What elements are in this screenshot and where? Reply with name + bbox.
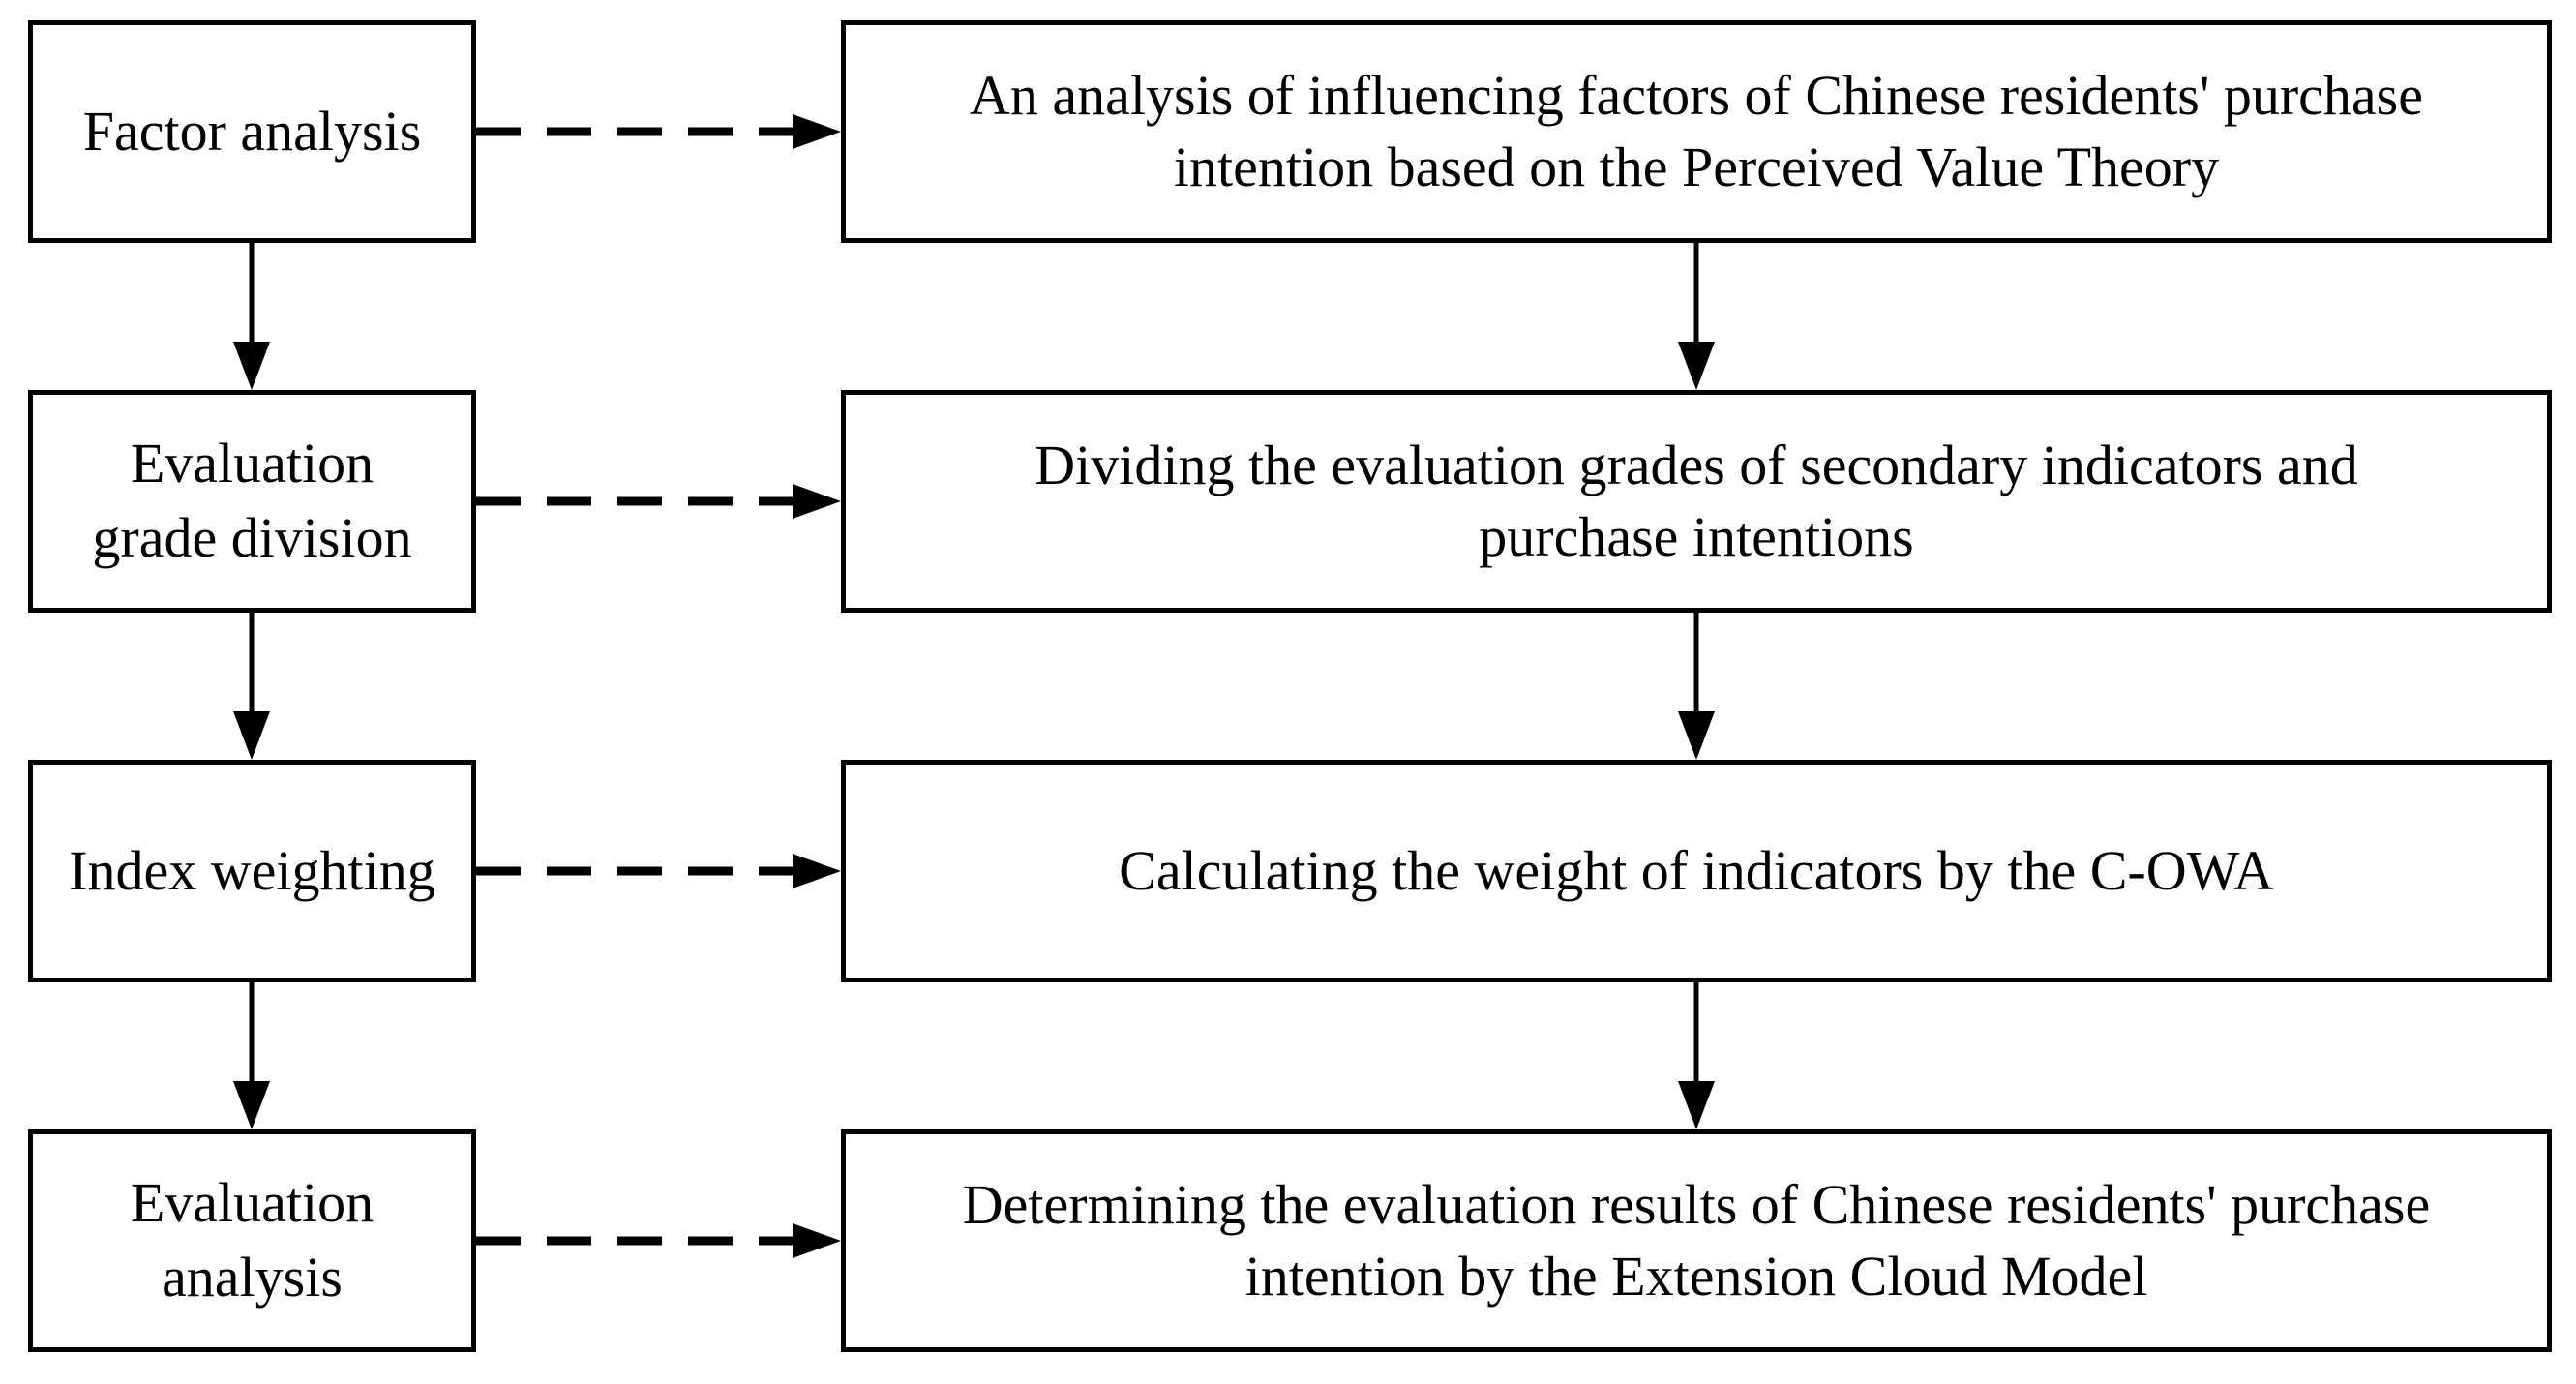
arrowhead-right-icon: [793, 854, 841, 888]
dashed-connector-row2: [476, 484, 841, 519]
arrowhead-right-icon: [793, 1223, 841, 1258]
left-step-label: Evaluation analysis: [130, 1171, 374, 1309]
left-step-box-index-weighting: Index weighting: [28, 760, 476, 982]
arrowhead-down-icon: [233, 1081, 270, 1129]
right-step-box-grade-division-detail: Dividing the evaluation grades of second…: [841, 390, 2552, 613]
arrowhead-down-icon: [1678, 711, 1715, 760]
arrowhead-down-icon: [1678, 342, 1715, 390]
left-step-box-evaluation-grade-division: Evaluation grade division: [28, 390, 476, 613]
left-step-box-evaluation-analysis: Evaluation analysis: [28, 1129, 476, 1352]
right-step-label: Calculating the weight of indicators by …: [1119, 838, 2274, 902]
right-step-label: An analysis of influencing factors of Ch…: [970, 63, 2423, 198]
arrowhead-down-icon: [1678, 1081, 1715, 1129]
solid-connector-right-2-3: [1678, 613, 1715, 760]
left-step-box-factor-analysis: Factor analysis: [28, 20, 476, 243]
solid-connector-left-2-3: [233, 613, 270, 760]
arrowhead-right-icon: [793, 484, 841, 519]
solid-connector-left-3-4: [233, 982, 270, 1129]
right-step-box-extension-cloud-model: Determining the evaluation results of Ch…: [841, 1129, 2552, 1352]
left-step-label: Factor analysis: [82, 99, 422, 163]
solid-connector-right-1-2: [1678, 243, 1715, 390]
right-step-box-perceived-value-analysis: An analysis of influencing factors of Ch…: [841, 20, 2552, 243]
solid-connector-left-1-2: [233, 243, 270, 390]
left-step-label: Evaluation grade division: [92, 432, 412, 569]
dashed-connector-row3: [476, 854, 841, 888]
right-step-label: Determining the evaluation results of Ch…: [962, 1172, 2431, 1308]
arrowhead-right-icon: [793, 114, 841, 149]
left-step-label: Index weighting: [69, 838, 435, 902]
dashed-connector-row1: [476, 114, 841, 149]
arrowhead-down-icon: [233, 342, 270, 390]
arrowhead-down-icon: [233, 711, 270, 760]
solid-connector-right-3-4: [1678, 982, 1715, 1129]
dashed-connector-row4: [476, 1223, 841, 1258]
right-step-label: Dividing the evaluation grades of second…: [1034, 433, 2358, 568]
right-step-box-c-owa-weighting: Calculating the weight of indicators by …: [841, 760, 2552, 982]
